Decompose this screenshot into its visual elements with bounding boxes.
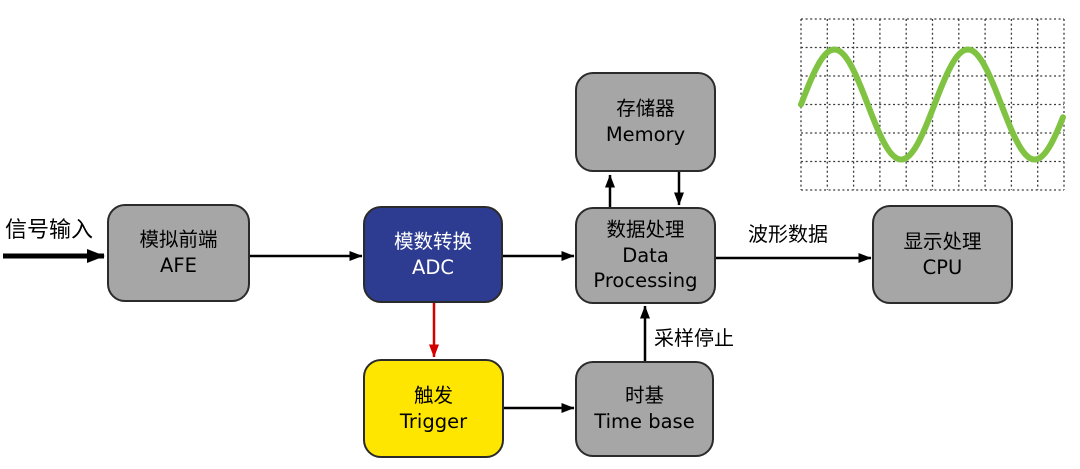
block-label-zh: 触发 xyxy=(413,383,453,407)
block-data-processing: 数据处理 Data Processing xyxy=(575,207,716,304)
block-label-en: Data Processing xyxy=(593,243,698,293)
block-adc: 模数转换 ADC xyxy=(363,206,503,303)
block-label-zh: 模拟前端 xyxy=(139,228,218,252)
block-label-en: Memory xyxy=(605,123,686,146)
sampling-stop-label: 采样停止 xyxy=(654,326,734,350)
block-label-zh: 存储器 xyxy=(616,97,675,121)
sine-waveform xyxy=(798,46,1066,163)
waveform-data-label: 波形数据 xyxy=(748,222,828,246)
block-display-cpu: 显示处理 CPU xyxy=(872,205,1013,304)
signal-input-label: 信号输入 xyxy=(5,218,94,243)
waveform-graticule xyxy=(800,18,1065,191)
block-label-en: ADC xyxy=(412,255,454,279)
block-label-en: Time base xyxy=(594,410,695,433)
block-label-zh: 显示处理 xyxy=(903,229,982,253)
block-time-base: 时基 Time base xyxy=(575,361,714,457)
block-label-en: Trigger xyxy=(399,409,468,433)
block-label-zh: 数据处理 xyxy=(606,217,685,241)
block-label-en: CPU xyxy=(922,255,963,279)
block-label-zh: 模数转换 xyxy=(393,229,472,253)
block-trigger: 触发 Trigger xyxy=(363,359,504,458)
block-analog-front-end: 模拟前端 AFE xyxy=(107,204,250,302)
block-memory: 存储器 Memory xyxy=(575,72,716,172)
block-label-en: AFE xyxy=(160,254,197,277)
block-label-zh: 时基 xyxy=(624,384,664,408)
